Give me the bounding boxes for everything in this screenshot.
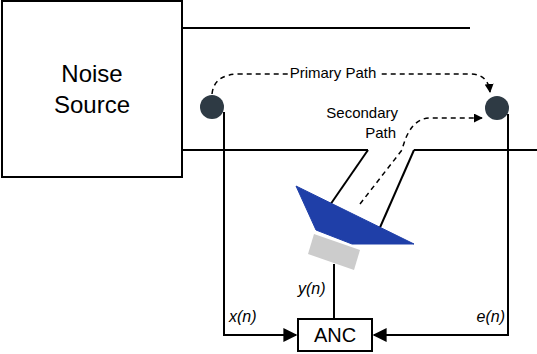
acoustic-paths — [212, 74, 490, 204]
signal-name: e(n) — [477, 308, 505, 325]
label-holder: y(n) — [298, 278, 332, 300]
label-holder: Secondary Path — [316, 103, 398, 144]
source-box: Noise Source — [1, 0, 183, 178]
signal-name: y(n) — [298, 280, 326, 297]
speaker — [296, 186, 414, 270]
signal-name: x(n) — [229, 308, 257, 325]
controller-box: ANC — [297, 318, 373, 352]
label-holder: e(n) — [460, 306, 505, 328]
label-holder: x(n) — [229, 306, 279, 328]
duct — [182, 28, 537, 232]
path-label: Primary Path — [288, 64, 379, 81]
node-text: Noise Source — [32, 58, 152, 120]
path-label: Secondary Path — [324, 104, 398, 141]
wires — [224, 112, 508, 335]
node-text: ANC — [314, 322, 356, 348]
label-holder: Primary Path — [278, 63, 388, 83]
